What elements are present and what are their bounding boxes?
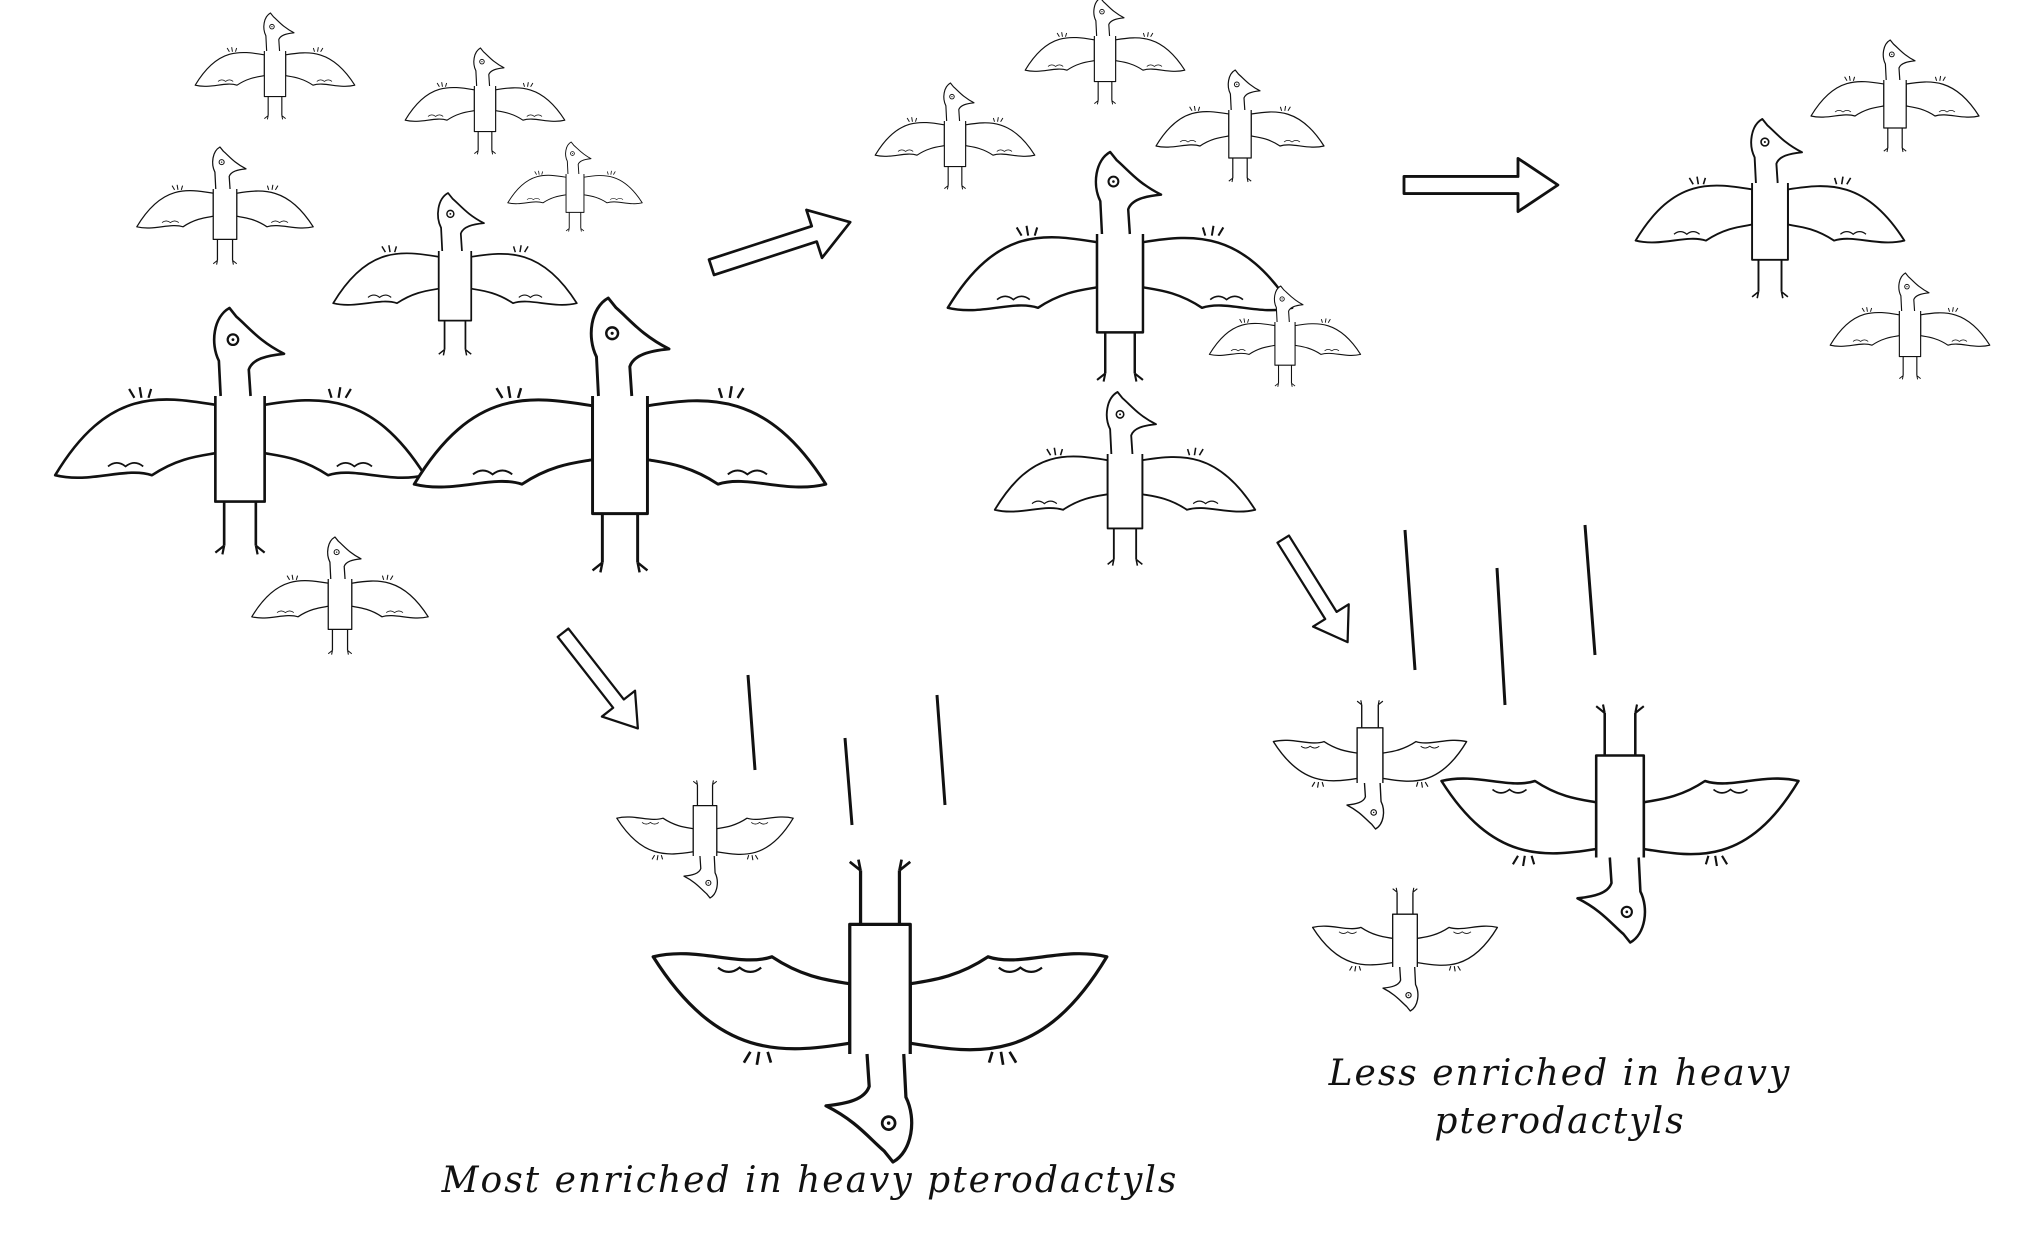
- pterodactyl-large: [55, 308, 425, 554]
- flock-initial: [55, 13, 826, 655]
- flock-middle: [875, 0, 1360, 566]
- caption-most-enriched: Most enriched in heavy pterodactyls: [430, 1160, 1190, 1201]
- pterodactyl-large-falling: [653, 860, 1107, 1162]
- pterodactyl-small: [508, 142, 642, 232]
- pterodactyl-small: [1830, 273, 1990, 379]
- pterodactyl-medium: [333, 193, 577, 355]
- arrow-down-right-icon: [1265, 528, 1365, 653]
- pterodactyl-small: [137, 147, 313, 265]
- pterodactyl-small-falling: [1273, 700, 1466, 829]
- fall-lines: [1405, 525, 1595, 705]
- pterodactyl-medium: [995, 392, 1255, 566]
- pterodactyl-medium-falling: [1442, 705, 1799, 943]
- pterodactyl-small: [875, 83, 1035, 189]
- caption-less-line2: pterodactyls: [1280, 1098, 1840, 1146]
- arrow-down-right-icon: [547, 620, 655, 742]
- pterodactyl-small: [252, 537, 428, 655]
- pterodactyl-small: [1156, 70, 1324, 182]
- caption-less-line1: Less enriched in heavy: [1280, 1050, 1840, 1098]
- pterodactyl-medium: [1636, 119, 1905, 298]
- pterodactyl-small-falling: [617, 780, 793, 898]
- arrow-right-icon: [704, 198, 858, 291]
- caption-less-enriched: Less enriched in heavy pterodactyls: [1280, 1050, 1840, 1146]
- fallen-flock-most-enriched: [617, 675, 1107, 1162]
- flock-final: [1636, 40, 1990, 379]
- arrow-right-icon: [1404, 158, 1558, 211]
- fall-lines: [748, 675, 945, 825]
- pterodactyl-small: [405, 48, 565, 154]
- pterodactyl-small: [1811, 40, 1979, 152]
- fallen-flock-less-enriched: [1273, 525, 1798, 1011]
- pterodactyl-small: [1025, 0, 1185, 104]
- pterodactyl-small-falling: [1313, 888, 1498, 1011]
- pterodactyl-large: [414, 298, 826, 572]
- pterodactyl-small: [195, 13, 355, 119]
